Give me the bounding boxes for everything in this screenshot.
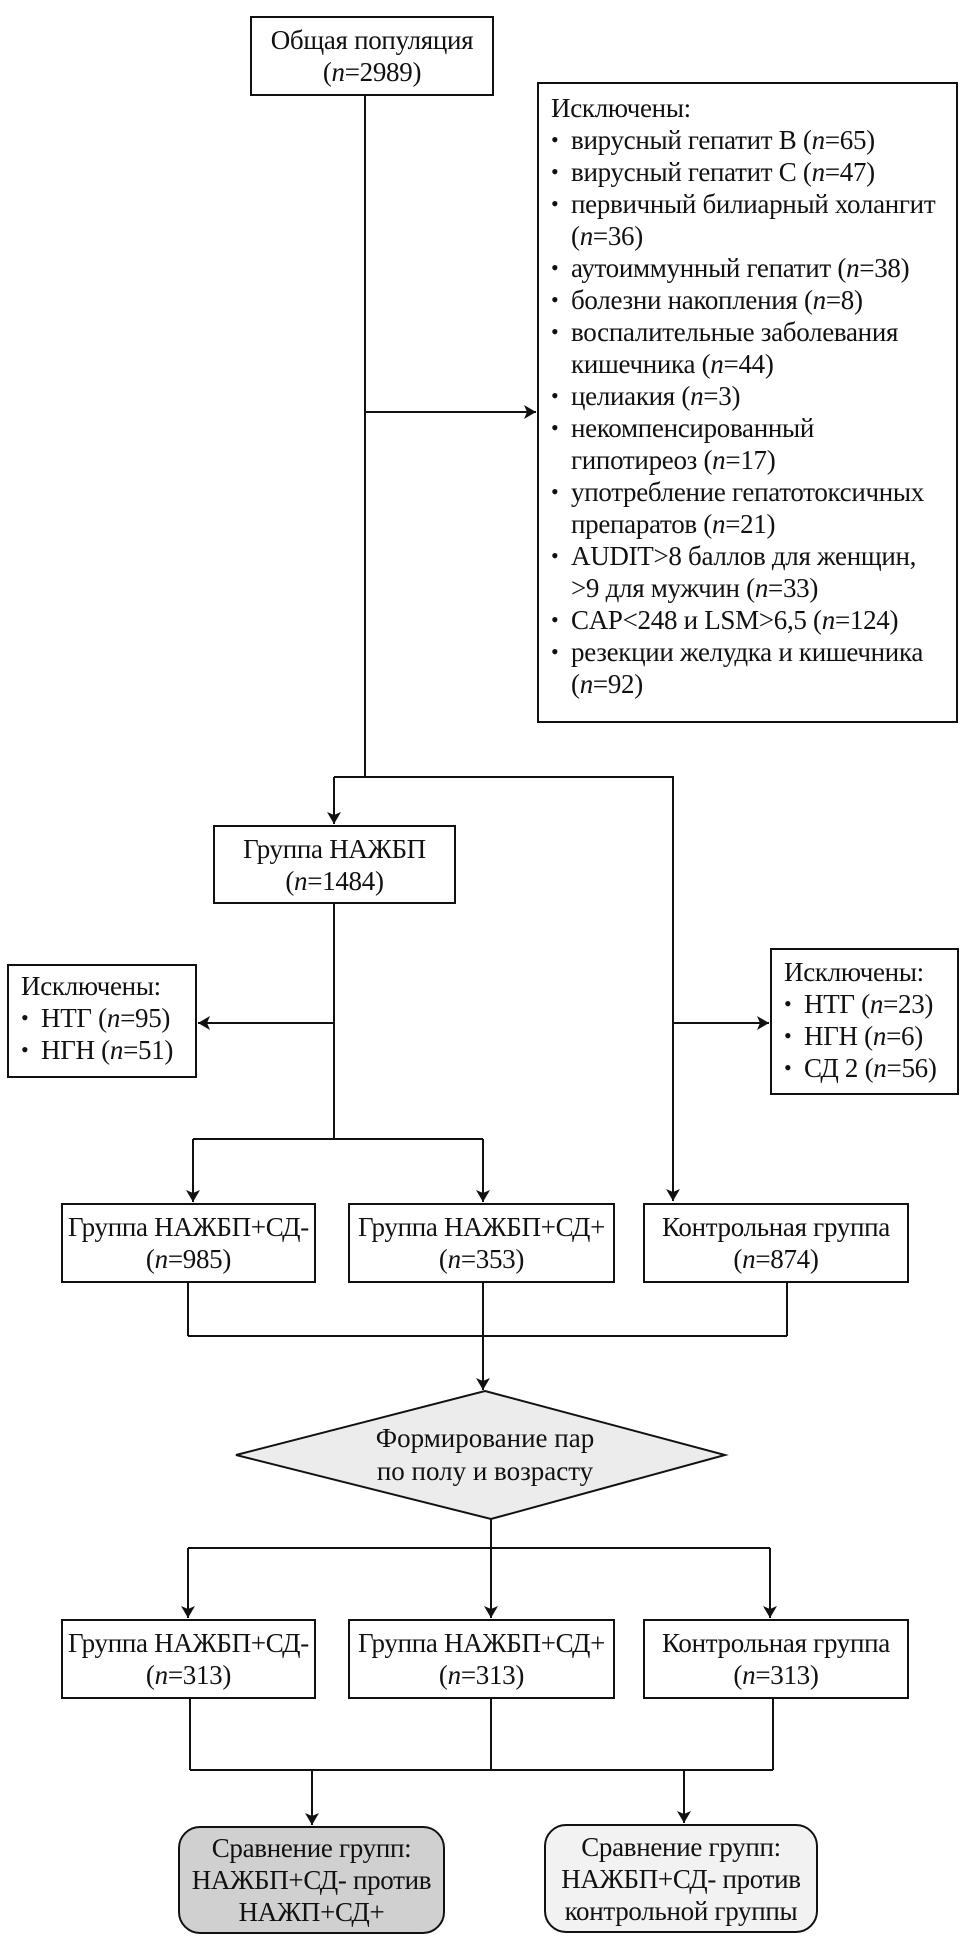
exclusion-item: воспалительные заболевания кишечника (n=… <box>551 316 946 380</box>
group-nafld-dm-plus-box: Группа НАЖБП+СД+ (n=353) <box>348 1203 615 1283</box>
exclusion-item: болезни накопления (n=8) <box>551 284 946 316</box>
exclusion-item: НГН (n=6) <box>784 1020 949 1052</box>
exclusion-item: НТГ (n=23) <box>784 988 949 1020</box>
matched-nafld-dm-plus-box: Группа НАЖБП+СД+ (n=313) <box>348 1619 615 1699</box>
population-n: 2989 <box>359 57 413 87</box>
exclusion-2-title: Исключены: <box>21 971 161 1001</box>
exclusion-item: НГН (n=51) <box>21 1034 187 1066</box>
exclusion-item: аутоиммунный гепатит (n=38) <box>551 252 946 284</box>
population-box: Общая популяция (n=2989) <box>250 16 494 96</box>
exclusion-box-1: Исключены: вирусный гепатит В (n=65)виру… <box>537 82 958 723</box>
exclusion-item: первичный билиарный холангит (n=36) <box>551 188 946 252</box>
group-nafld-dm-minus-box: Группа НАЖБП+СД- (n=985) <box>61 1203 316 1283</box>
matched-nafld-dm-minus-box: Группа НАЖБП+СД- (n=313) <box>61 1619 316 1699</box>
exclusion-3-list: НТГ (n=23)НГН (n=6)СД 2 (n=56) <box>784 988 949 1084</box>
exclusion-1-list: вирусный гепатит В (n=65)вирусный гепати… <box>551 124 946 700</box>
nafld-group-n: 1484 <box>322 865 375 896</box>
exclusion-item: CAP<248 и LSM>6,5 (n=124) <box>551 604 946 636</box>
exclusion-box-2: Исключены: НТГ (n=95)НГН (n=51) <box>7 964 197 1078</box>
exclusion-3-title: Исключены: <box>784 957 924 987</box>
exclusion-item: целиакия (n=3) <box>551 380 946 412</box>
matched-control-box: Контрольная группа (n=313) <box>643 1619 909 1699</box>
population-label: Общая популяция <box>270 25 474 55</box>
exclusion-item: AUDIT>8 баллов для женщин, >9 для мужчин… <box>551 540 946 604</box>
group-control-box: Контрольная группа (n=874) <box>643 1203 909 1283</box>
exclusion-item: НТГ (n=95) <box>21 1002 187 1034</box>
exclusion-box-3: Исключены: НТГ (n=23)НГН (n=6)СД 2 (n=56… <box>770 948 959 1095</box>
nafld-group-label: Группа НАЖБП <box>243 833 426 864</box>
exclusion-item: употребление гепатотоксичных препаратов … <box>551 476 946 540</box>
exclusion-item: вирусный гепатит С (n=47) <box>551 156 946 188</box>
exclusion-item: резекции желудка и кишечника (n=92) <box>551 636 946 700</box>
comparison-box-2: Сравнение групп: НАЖБП+СД- против контро… <box>544 1824 818 1933</box>
matching-label: Формирование пар по полу и возрасту <box>375 1423 595 1486</box>
comparison-box-1: Сравнение групп: НАЖБП+СД- против НАЖП+С… <box>178 1826 445 1934</box>
exclusion-item: СД 2 (n=56) <box>784 1052 949 1084</box>
exclusion-item: некомпенсированный гипотиреоз (n=17) <box>551 412 946 476</box>
exclusion-2-list: НТГ (n=95)НГН (n=51) <box>21 1002 187 1066</box>
exclusion-1-title: Исключены: <box>551 93 691 123</box>
nafld-group-box: Группа НАЖБП (n=1484) <box>213 825 456 904</box>
exclusion-item: вирусный гепатит В (n=65) <box>551 124 946 156</box>
